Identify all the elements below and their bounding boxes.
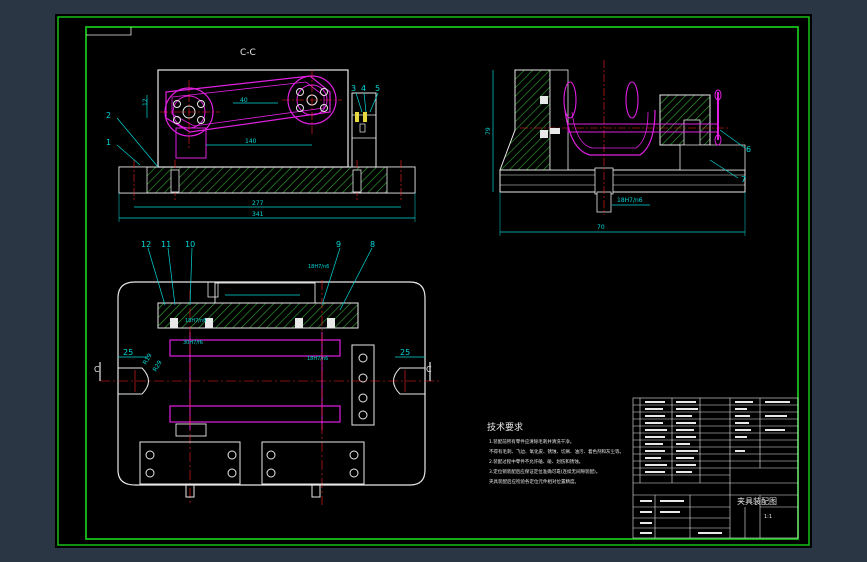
drawing-annotation-text: 6 [746,145,751,154]
drawing-annotation-text: C [426,365,432,374]
drawing-annotation-text: 11 [161,240,171,249]
technical-requirements: 技术要求 1.装配前所有零件应清除毛刺并清洗干净。 不得有毛刺、飞边、氧化皮、锈… [487,421,624,485]
drawing-title: 夹具装配图 [737,496,777,506]
drawing-annotation-text: 25 [123,348,133,357]
drawing-annotation-text: 12 [141,240,151,249]
side-view: 79 70 18H7/n6 6 7 [485,60,751,236]
drawing-annotation-text: 8 [370,240,375,249]
drawing-annotation-text: 10 [185,240,195,249]
drawing-annotation-text: 5 [375,84,380,93]
drawing-annotation-text: 18H7/n6 [308,264,329,270]
tech-req-line: 夹具装配后应检验各定位元件相对位置精度。 [489,478,579,485]
title-block [632,397,799,539]
drawing-annotation-text: 1 [106,138,111,147]
drawing-annotation-text: 18H7/n6 [617,197,643,204]
outer-frame [57,16,810,546]
drawing-annotation-text: 7 [741,175,746,184]
drawing-annotation-text: 30H7/f6 [183,340,203,346]
section-view-cc: C-C [106,48,416,222]
drawing-annotation-text: 18H7/n6 [307,356,328,362]
inner-frame [85,26,799,540]
drawing-annotation-text: 277 [252,200,264,207]
drawing-annotation-text: 9 [336,240,341,249]
drawing-annotation-text: C [94,365,100,374]
drawing-annotation-text: 79 [485,127,492,135]
plan-view: 25 25 R19 R29 30H7/f6 18H7/n6 18H7/n6 18… [94,240,440,505]
tech-req-line: 不得有毛刺、飞边、氧化皮、锈蚀、切屑、油污、着色剂和灰尘等。 [489,448,624,455]
tech-req-line: 2.装配过程中零件不允许磕、碰、划伤和锈蚀。 [489,458,583,465]
drawing-annotation-text: 140 [245,138,257,145]
tech-req-line: 3.定位销装配后应保证定位准确可靠(连续无间隙装配)。 [489,468,600,475]
drawing-annotation-text: 4 [361,84,366,93]
drawing-annotation-text: 70 [597,224,605,231]
drawing-annotation-text: 40 [240,97,248,104]
bom-text-marks [640,401,790,534]
drawing-annotation-text: 25 [400,348,410,357]
tech-req-line: 1.装配前所有零件应清除毛刺并清洗干净。 [489,438,574,445]
section-view-label: C-C [240,48,256,58]
tech-req-title: 技术要求 [487,421,523,433]
drawing-annotation-text: 341 [252,211,264,218]
corner-tab [86,27,132,36]
drawing-annotation-text: 12 [142,98,149,106]
drawing-annotation-text: 2 [106,111,111,120]
drawing-scale: 1:1 [764,514,772,520]
drawing-annotation-text: 18H7/n6 [185,318,206,324]
drawing-annotation-text: 3 [351,84,356,93]
